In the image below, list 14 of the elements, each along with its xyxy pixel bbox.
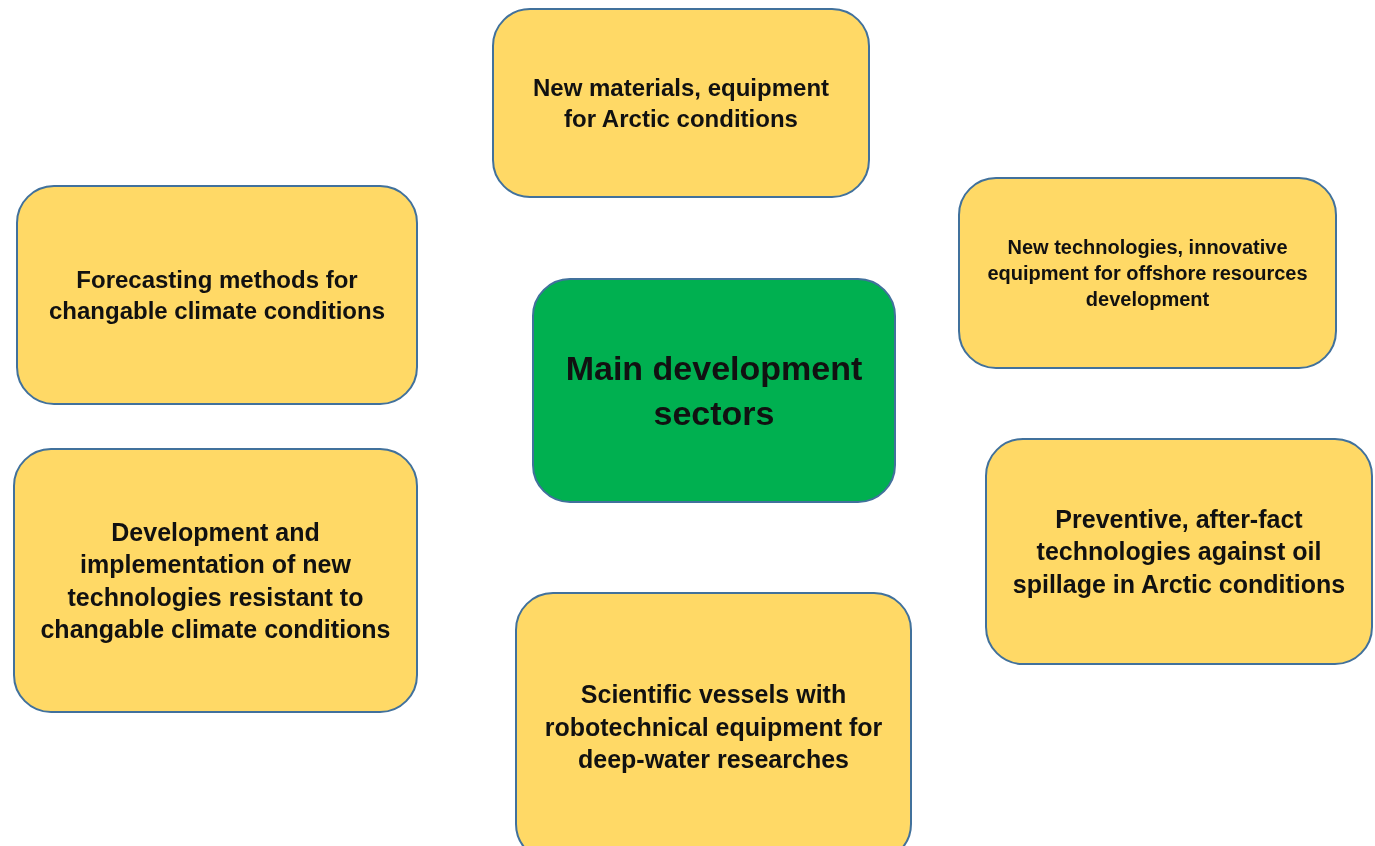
sector-box (958, 177, 1337, 369)
sector-label: Forecasting methods for changable climate conditions (47, 264, 387, 326)
sector-box (16, 185, 418, 405)
sector-label: New technologies, innovative equipment for offshore resources development (986, 235, 1309, 312)
sector-box (985, 438, 1373, 665)
sector-box (515, 592, 912, 846)
hub-title: Main development sectors (564, 348, 864, 434)
sector-box (532, 278, 896, 503)
sector-box (492, 8, 870, 198)
sector-label: Preventive, after-fact technologies against oil spillage in Arctic conditions (1011, 503, 1347, 600)
sector-label: New materials, equipment for Arctic conditions (531, 72, 831, 134)
sector-label: Scientific vessels with robotechnical equipment for deep-water researches (543, 679, 884, 776)
sector-label: Development and implementation of new technologies resistant to changable climate conditions (39, 516, 392, 645)
sector-box (13, 448, 418, 713)
